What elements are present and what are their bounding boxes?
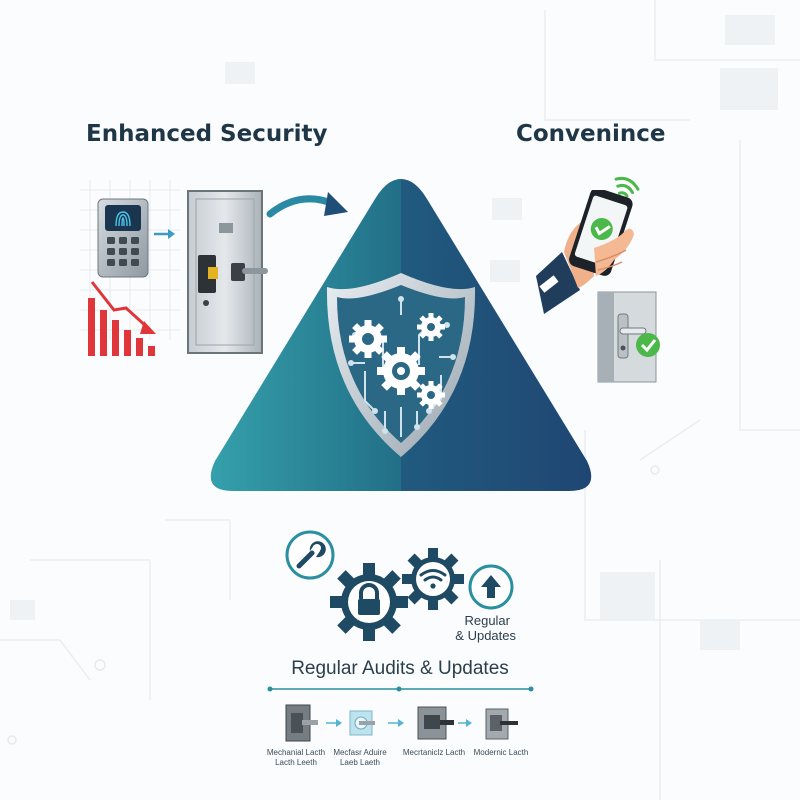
fingerprint-keypad-icon: [97, 198, 149, 278]
steel-door-icon: [187, 190, 268, 354]
latch-step-3-label: Mecrtaniclz Lacth: [389, 748, 479, 758]
latch-step-2-line1: Mecfasr Aduire: [333, 748, 387, 757]
lock-gear-icon: [330, 563, 408, 641]
latch-step-2-label: Mecfasr Aduire Laeb Laeth: [315, 748, 405, 768]
latch-step-1-line2: Lacth Leeth: [275, 758, 317, 767]
mechanical-advanced-latch-icon: [349, 710, 375, 736]
upload-arrow-icon: [468, 564, 514, 610]
enhanced-security-heading: Enhanced Security: [86, 121, 328, 147]
regular-updates-line1: Regular: [464, 613, 510, 628]
mechanical-latch-icon: [285, 704, 318, 742]
convenience-heading: Convenince: [516, 121, 666, 147]
latch-step-3-line1: Mecrtaniclz Lacth: [402, 748, 466, 757]
arrow-right-icon: [154, 229, 175, 239]
latch-evolution-row: [285, 704, 518, 742]
wifi-signal-icon: [614, 176, 640, 198]
shield-gears-icon: [326, 273, 476, 457]
security-triangle: [210, 179, 592, 491]
wifi-gear-icon: [402, 548, 464, 610]
timeline-divider: [267, 686, 534, 692]
regular-updates-label: Regular & Updates: [430, 613, 516, 643]
door-handle-check-icon: [597, 291, 660, 383]
latch-step-2-line2: Laeb Laeth: [339, 758, 381, 767]
latch-step-4-line1: Modernic Lacth: [473, 748, 529, 757]
latch-step-1-label: Mechanial Lacth Lacth Leeth: [251, 748, 341, 768]
curved-arrow-icon: [266, 192, 348, 218]
electronic-latch-icon: [417, 706, 454, 740]
modern-latch-icon: [485, 708, 518, 740]
audits-updates-title: Regular Audits & Updates: [291, 658, 509, 679]
declining-bars-icon: [88, 281, 156, 356]
regular-updates-line2: & Updates: [455, 628, 516, 643]
smartphone-hand-icon: [536, 190, 634, 314]
latch-step-1-line1: Mechanial Lacth: [266, 748, 326, 757]
wrench-icon: [285, 530, 335, 580]
latch-step-4-label: Modernic Lacth: [456, 748, 546, 758]
